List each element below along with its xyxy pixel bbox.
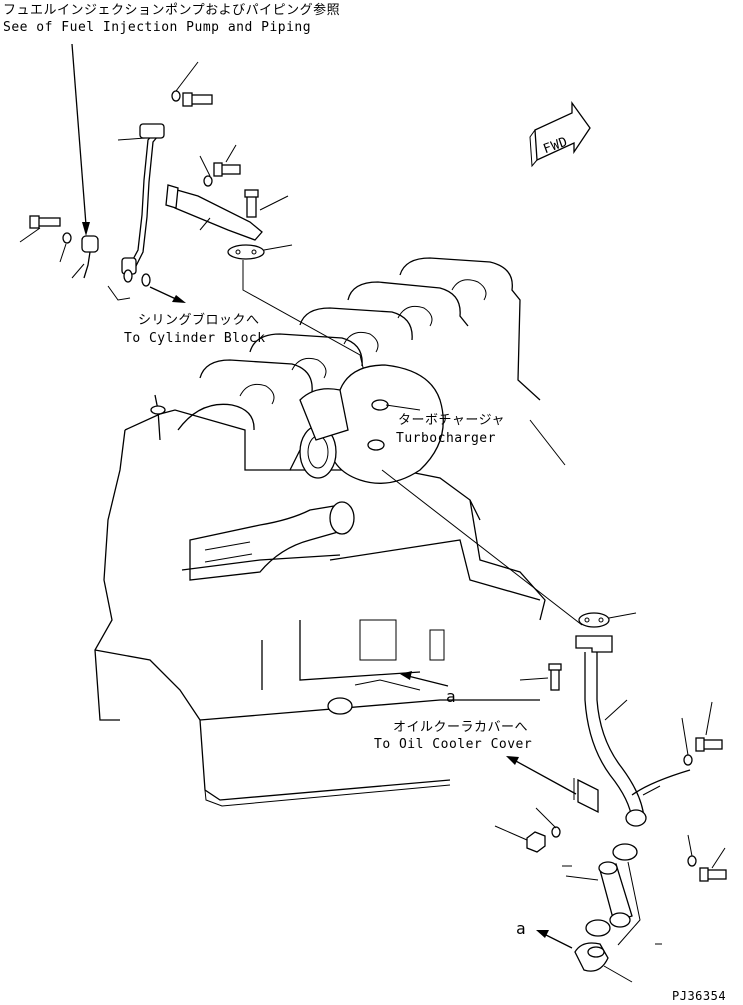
label-ref-a-lower: a — [516, 919, 526, 938]
bolt-right-1 — [681, 701, 723, 766]
label-fuel-pump-ja: フュエルインジェクションポンプおよびパイピング参照 — [3, 2, 340, 18]
gasket-upper — [227, 244, 293, 260]
bolt-left — [19, 215, 72, 263]
label-turbo-ja: ターボチャージャ — [398, 413, 505, 428]
label-oil-cooler-en: To Oil Cooler Cover — [374, 737, 532, 752]
leader-turbo-right — [529, 419, 566, 466]
bolt-top-2 — [199, 144, 241, 187]
bolt-right-2 — [687, 834, 727, 882]
washer-pair — [107, 269, 151, 301]
nut-lower — [494, 807, 561, 853]
banjo-fitting — [71, 235, 99, 279]
label-drawing-no: PJ36354 — [672, 989, 726, 1003]
label-turbo-en: Turbocharger — [396, 431, 496, 446]
bracket-plate — [165, 184, 263, 241]
elbow-fitting — [574, 942, 633, 983]
label-ref-a-upper: a — [446, 687, 456, 706]
label-cyl-block-ja: シリングブロックへ — [138, 312, 260, 328]
pointer-arrow-oil-cooler — [506, 756, 577, 795]
pointer-arrow-ref-a-upper — [400, 671, 449, 687]
engine-block — [94, 257, 546, 807]
oil-return-pipe — [575, 635, 691, 827]
hose-clamp-assembly — [562, 843, 641, 946]
gasket-lower — [578, 612, 637, 628]
fwd-arrow-icon: FWD — [529, 100, 591, 168]
label-fuel-pump-en: See of Fuel Injection Pump and Piping — [3, 20, 311, 35]
pointer-arrow-fuel-pump — [71, 43, 90, 236]
pointer-arrow-cyl-block — [149, 286, 186, 303]
leader-turbo-lower — [381, 469, 583, 626]
label-cyl-block-en: To Cylinder Block — [124, 331, 266, 346]
bolt-lower-1 — [519, 663, 562, 691]
bracket-lower — [573, 778, 599, 814]
dipstick-tube — [154, 394, 161, 441]
turbocharger — [299, 364, 444, 484]
bolt-top-3 — [244, 189, 289, 218]
oil-pipe-upper — [117, 123, 165, 275]
bolt-top-1 — [171, 61, 213, 107]
pointer-arrow-ref-a-lower — [536, 930, 573, 949]
label-oil-cooler-ja: オイルクーラカバーへ — [393, 720, 528, 735]
